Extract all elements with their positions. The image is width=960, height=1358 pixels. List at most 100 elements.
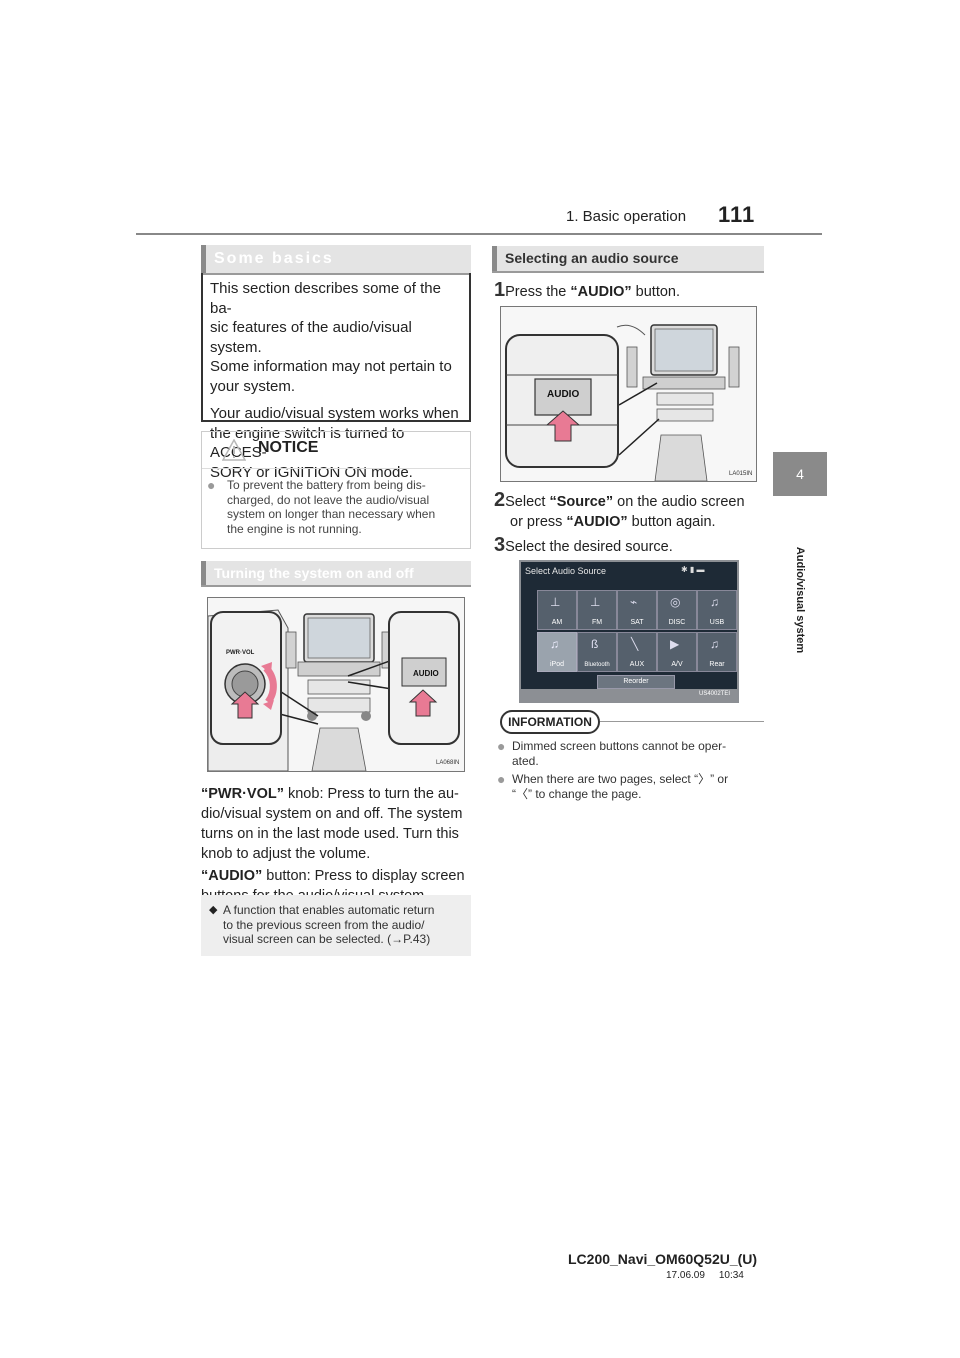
source-label: AUX (629, 661, 645, 668)
video-icon: ▶ (670, 637, 680, 651)
source-button-rear[interactable]: ♫ Rear (697, 632, 737, 672)
text-line: Your audio/visual system works when (210, 405, 459, 422)
music-note-icon: ♫ (550, 637, 559, 651)
bullet-icon: ● (497, 771, 506, 787)
figure-code: US4002TEI (699, 691, 731, 697)
text-line: Some information may not pertain to (210, 358, 452, 375)
chapter-label: Audio/visual system (794, 546, 806, 654)
information-label: INFORMATION (500, 710, 600, 734)
figure-code: LA068IN (436, 760, 460, 766)
audio-term: “AUDIO” (570, 284, 632, 300)
heading-accent (201, 245, 206, 273)
notice-header: NOTICE (202, 432, 470, 469)
source-button-av[interactable]: ▶ A/V (657, 632, 697, 672)
figure-code: LA015IN (729, 471, 753, 477)
text-line: sic features of the audio/visual system. (210, 319, 412, 356)
source-label: Rear (709, 661, 725, 668)
some-basics-box: This section describes some of the ba- s… (201, 273, 471, 481)
source-button-am[interactable]: ⊥ AM (537, 590, 577, 630)
text-line: A function that enables automatic return (223, 903, 435, 917)
text-line: Press the (505, 284, 571, 300)
pwr-vol-paragraph: “PWR·VOL” knob: Press to turn the au- di… (201, 784, 473, 864)
text-line: When there are two pages, select “〉” or (512, 772, 729, 786)
step-number: 3 (494, 534, 506, 556)
text-line: Select the desired source. (505, 539, 673, 555)
music-note-icon: ♫ (710, 595, 719, 609)
source-label: AM (551, 619, 563, 626)
source-label: SAT (630, 619, 644, 626)
some-basics-heading: Some basics (214, 250, 334, 267)
info-item-1: ● Dimmed screen buttons cannot be oper- … (497, 739, 767, 768)
source-button-fm[interactable]: ⊥ FM (577, 590, 617, 630)
notice-title: NOTICE (258, 439, 319, 456)
source-button-sat[interactable]: ⌁ SAT (617, 590, 657, 630)
step-number: 1 (494, 279, 506, 301)
heading-accent (201, 561, 206, 585)
model-code: LC200_Navi_OM60Q52U_(U) (568, 1251, 758, 1267)
bullet-icon: ● (207, 477, 216, 493)
screen-title: Select Audio Source (525, 566, 607, 576)
chapter-label-wrap: Audio/visual system (780, 515, 820, 685)
step-2: 2Select “Source” on the audio screen or … (494, 490, 766, 532)
text-line: system on longer than necessary when (227, 507, 436, 521)
selecting-source-heading-bar: Selecting an audio source (492, 246, 764, 273)
source-button-aux[interactable]: ╲ AUX (617, 632, 657, 672)
text-line: To prevent the battery from being dis- (227, 478, 426, 492)
text-line: knob to adjust the volume. (201, 846, 371, 862)
tip-box: ◆ A function that enables automatic retu… (201, 895, 471, 956)
section-title: 1. Basic operation (566, 208, 687, 225)
satellite-icon: ⌁ (630, 595, 638, 609)
dashboard-illustration (208, 598, 464, 771)
antenna-icon: ⊥ (550, 595, 561, 609)
text-line: ated. (512, 753, 539, 768)
notice-item: ● To prevent the battery from being dis-… (207, 478, 465, 536)
source-label: FM (591, 619, 603, 626)
reorder-button[interactable]: Reorder (597, 675, 675, 689)
source-label: DISC (668, 619, 686, 626)
source-label: Bluetooth (584, 662, 610, 668)
text-line: Dimmed screen buttons cannot be oper- (512, 739, 727, 753)
source-button-bluetooth[interactable]: ß Bluetooth (577, 632, 617, 672)
audio-source-screen-figure: Select Audio Source ✱ ▮ ▬ ⊥ AM ⊥ FM ⌁ SA… (519, 560, 739, 703)
tip-text: A function that enables automatic return… (223, 903, 469, 947)
text-line: This section describes some of the ba- (210, 280, 441, 317)
mode-paragraph: Your audio/visual system works when the … (210, 404, 462, 482)
audio-term: “AUDIO” (566, 514, 628, 530)
text-line: or press (510, 514, 567, 530)
text-line: visual screen can be selected. (→P.43) (223, 932, 431, 946)
heading-accent (492, 246, 497, 271)
audio-dash-illustration (501, 307, 756, 481)
selecting-source-heading: Selecting an audio source (505, 250, 679, 266)
text-line: turns on in the last mode used. Turn thi… (201, 826, 459, 842)
turning-heading-bar: Turning the system on and off (201, 561, 471, 587)
text-line: the engine is not running. (227, 521, 362, 536)
disc-icon: ◎ (670, 595, 681, 609)
source-term: “Source” (549, 494, 614, 510)
print-date: 17.06.09 10:34 (666, 1270, 744, 1281)
pwr-vol-label: PWR·VOL (226, 650, 255, 656)
text-line: button again. (627, 514, 716, 530)
text-line: button. (631, 284, 681, 300)
music-note-icon: ♫ (710, 637, 719, 651)
pwr-vol-term: “PWR·VOL” (201, 786, 284, 802)
page-number: 111 (718, 202, 756, 227)
chapter-tab: 4 (773, 452, 827, 496)
step-3: 3Select the desired source. (494, 535, 766, 557)
info-item-2: ● When there are two pages, select “〉” o… (497, 772, 767, 801)
source-button-disc[interactable]: ◎ DISC (657, 590, 697, 630)
diamond-bullet-icon: ◆ (209, 904, 218, 916)
bullet-icon: ● (497, 738, 506, 754)
source-button-ipod[interactable]: ♫ iPod (537, 632, 577, 672)
step-1: 1Press the “AUDIO” button. (494, 280, 766, 302)
some-basics-heading-bar: Some basics (201, 245, 471, 275)
text-line: “〈” to change the page. (512, 786, 642, 801)
source-button-usb[interactable]: ♫ USB (697, 590, 737, 630)
audio-source-screen: Select Audio Source ✱ ▮ ▬ ⊥ AM ⊥ FM ⌁ SA… (521, 562, 737, 689)
source-label: iPod (549, 661, 564, 668)
text-line: button: Press to display screen (262, 868, 465, 884)
bluetooth-icon: ß (591, 637, 599, 651)
audio-button-label: AUDIO (413, 669, 439, 678)
status-icons: ✱ ▮ ▬ (681, 565, 705, 574)
audio-button-figure: AUDIO LA015IN (500, 306, 757, 482)
notice-box: NOTICE ● To prevent the battery from bei… (201, 431, 471, 549)
